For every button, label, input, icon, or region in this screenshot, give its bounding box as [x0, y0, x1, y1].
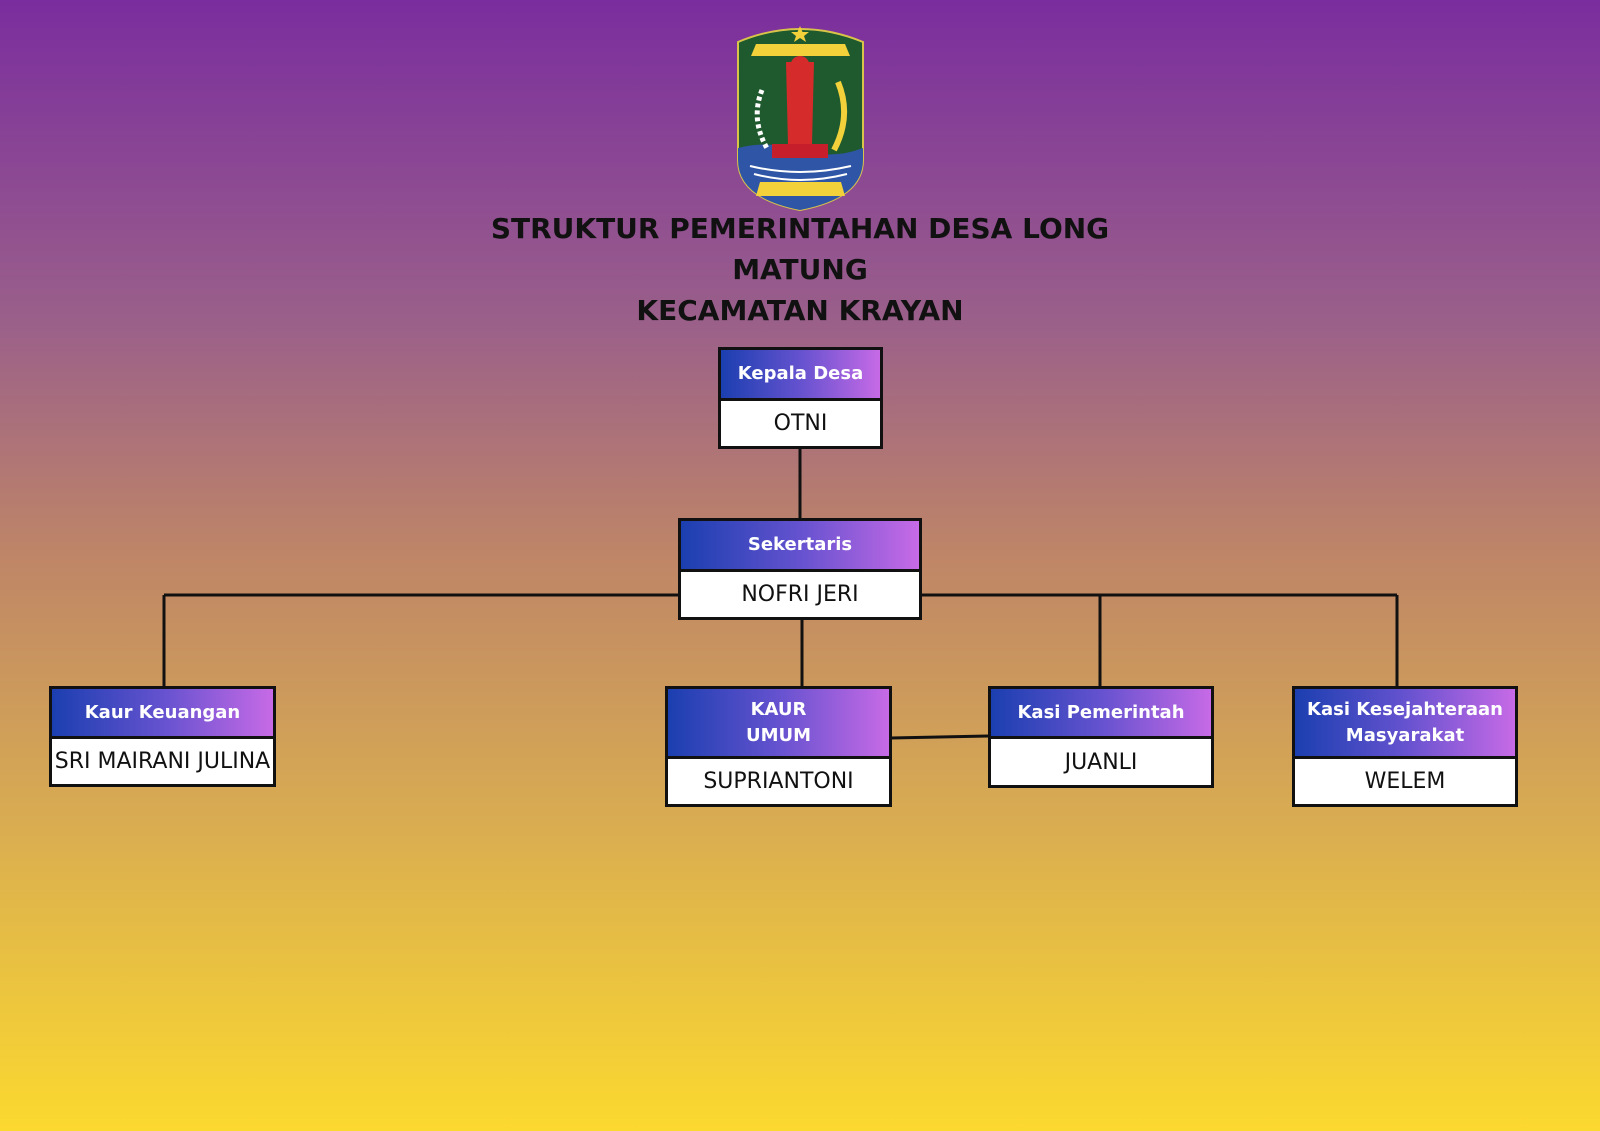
node-person-name: WELEM	[1364, 769, 1446, 794]
node-kepala-desa: Kepala Desa OTNI	[718, 347, 883, 449]
node-person-name: NOFRI JERI	[741, 582, 859, 607]
chart-title-line-2: MATUNG	[732, 253, 868, 286]
node-kaur-keuangan: Kaur Keuangan SRI MAIRANI JULINA	[49, 686, 276, 787]
chart-title-line-1: STRUKTUR PEMERINTAHAN DESA LONG	[490, 212, 1110, 245]
node-kaur-umum: KAUR UMUM SUPRIANTONI	[665, 686, 892, 807]
regency-emblem-logo	[737, 26, 864, 212]
node-person-name: JUANLI	[1064, 749, 1138, 775]
node-role: Kaur Keuangan	[52, 689, 273, 739]
node-role: Kasi Pemerintah	[991, 689, 1211, 739]
chart-title: STRUKTUR PEMERINTAHAN DESA LONG MATUNG K…	[450, 208, 1150, 331]
node-person-name: OTNI	[773, 411, 828, 436]
node-role: KAUR UMUM	[668, 689, 889, 759]
node-kasi-kesejahteraan: Kasi Kesejahteraan Masyarakat WELEM	[1292, 686, 1518, 807]
node-kasi-pemerintah: Kasi Pemerintah JUANLI	[988, 686, 1214, 788]
node-sekretaris: Sekertaris NOFRI JERI	[678, 518, 922, 620]
node-person-name: SUPRIANTONI	[703, 769, 854, 794]
node-role: Kepala Desa	[721, 350, 880, 401]
node-person-name: SRI MAIRANI JULINA	[54, 749, 271, 774]
connector-umum-pemerintah	[890, 734, 989, 740]
node-role: Kasi Kesejahteraan Masyarakat	[1295, 689, 1515, 759]
node-role: Sekertaris	[681, 521, 919, 572]
chart-title-line-3: KECAMATAN KRAYAN	[636, 294, 964, 327]
